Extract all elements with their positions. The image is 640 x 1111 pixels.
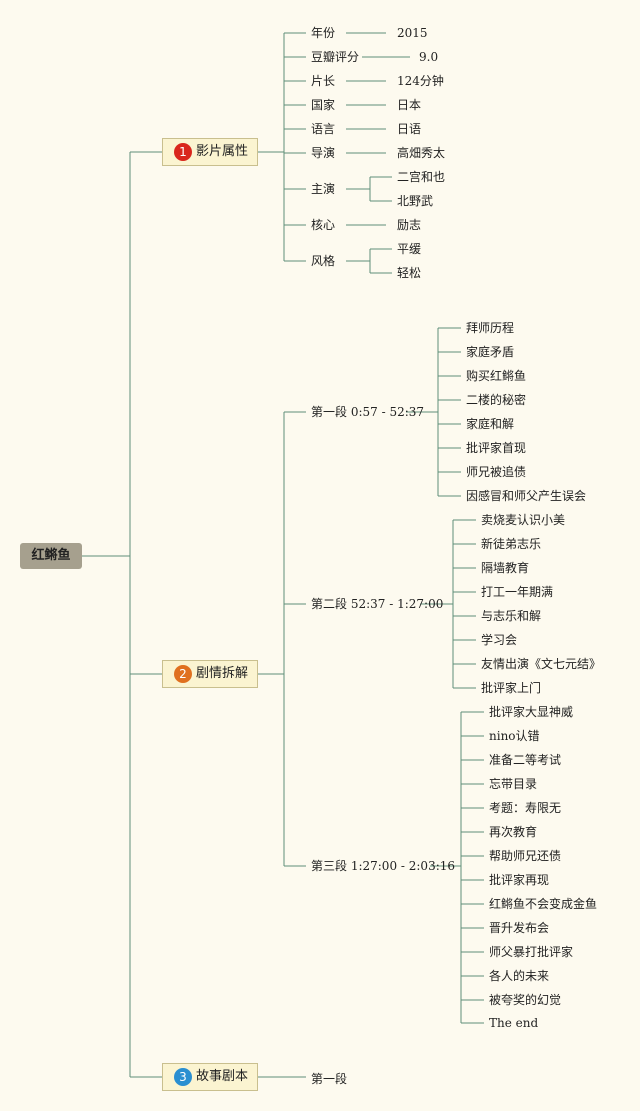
attr-value-length[interactable]: 124分钟 [397, 74, 444, 88]
attr-key-core[interactable]: 核心 [311, 218, 336, 232]
segment-3-item[interactable]: 红鳉鱼不会变成金鱼 [489, 897, 598, 911]
segment-2-item[interactable]: 隔墙教育 [481, 561, 530, 575]
segment-3-item[interactable]: 忘带目录 [489, 777, 538, 791]
segment-3-item[interactable]: nino认错 [489, 729, 540, 743]
attr-value-style-2[interactable]: 轻松 [397, 266, 422, 280]
number-3-badge: 3 [174, 1068, 192, 1086]
segment-1-item[interactable]: 师兄被追债 [466, 465, 527, 479]
attr-key-director[interactable]: 导演 [311, 146, 336, 160]
segment-1-item[interactable]: 批评家首现 [466, 441, 527, 455]
branch-node-story-script[interactable]: 3 故事剧本 [162, 1063, 258, 1091]
segment-3-item[interactable]: 批评家大显神威 [489, 705, 574, 719]
segment-2-item[interactable]: 与志乐和解 [481, 609, 542, 623]
number-2-badge: 2 [174, 665, 192, 683]
segment-1-item[interactable]: 家庭矛盾 [466, 345, 515, 359]
segment-2-item[interactable]: 打工一年期满 [481, 585, 554, 599]
segment-3-item[interactable]: 师父暴打批评家 [489, 945, 574, 959]
attr-value-style-1[interactable]: 平缓 [397, 242, 422, 256]
root-node[interactable]: 红鳉鱼 [20, 543, 82, 569]
attr-value-year[interactable]: 2015 [397, 26, 428, 40]
segment-1-label[interactable]: 第一段 0:57 - 52:37 [311, 405, 425, 419]
attr-value-language[interactable]: 日语 [397, 122, 422, 136]
segment-1-item[interactable]: 家庭和解 [466, 417, 515, 431]
segment-3-item[interactable]: 准备二等考试 [489, 753, 562, 767]
attr-key-style[interactable]: 风格 [311, 254, 336, 268]
segment-2-item[interactable]: 学习会 [481, 633, 518, 647]
branch-node-film-attributes[interactable]: 1 影片属性 [162, 138, 258, 166]
segment-2-item[interactable]: 批评家上门 [481, 681, 542, 695]
branch-label: 剧情拆解 [196, 666, 249, 681]
segment-3-item[interactable]: 各人的未来 [489, 969, 550, 983]
story-script-item[interactable]: 第一段 [311, 1072, 348, 1086]
segment-1-item[interactable]: 因感冒和师父产生误会 [466, 489, 587, 503]
branch-label: 影片属性 [196, 144, 249, 159]
branch-node-plot-breakdown[interactable]: 2 剧情拆解 [162, 660, 258, 688]
branch-label: 故事剧本 [196, 1069, 249, 1084]
segment-3-item[interactable]: 帮助师兄还债 [489, 849, 562, 863]
attr-key-douban[interactable]: 豆瓣评分 [311, 50, 360, 64]
attr-value-cast-2[interactable]: 北野武 [397, 194, 434, 208]
segment-3-item[interactable]: 批评家再现 [489, 873, 550, 887]
attr-key-cast[interactable]: 主演 [311, 182, 336, 196]
segment-1-item[interactable]: 二楼的秘密 [466, 393, 527, 407]
segment-3-item[interactable]: The end [489, 1016, 539, 1030]
segment-1-item[interactable]: 购买红鳉鱼 [466, 369, 527, 383]
attr-key-length[interactable]: 片长 [311, 74, 336, 88]
segment-2-label[interactable]: 第二段 52:37 - 1:27:00 [311, 597, 444, 611]
attr-key-country[interactable]: 国家 [311, 98, 336, 112]
attr-key-language[interactable]: 语言 [311, 122, 336, 136]
number-1-badge: 1 [174, 143, 192, 161]
attr-value-douban[interactable]: 9.0 [419, 50, 439, 64]
segment-3-label[interactable]: 第三段 1:27:00 - 2:03:16 [311, 859, 456, 873]
segment-2-item[interactable]: 友情出演《文七元结》 [481, 657, 602, 671]
segment-3-item[interactable]: 考题：寿限无 [489, 801, 562, 815]
attr-value-cast-1[interactable]: 二宫和也 [397, 170, 446, 184]
segment-2-item[interactable]: 新徒弟志乐 [481, 537, 542, 551]
attr-value-director[interactable]: 高畑秀太 [397, 146, 446, 160]
attr-value-core[interactable]: 励志 [397, 218, 422, 232]
segment-3-item[interactable]: 晋升发布会 [489, 921, 550, 935]
segment-1-item[interactable]: 拜师历程 [466, 321, 515, 335]
attr-key-year[interactable]: 年份 [311, 26, 336, 40]
attr-value-country[interactable]: 日本 [397, 98, 422, 112]
segment-3-item[interactable]: 被夸奖的幻觉 [489, 993, 562, 1007]
segment-3-item[interactable]: 再次教育 [489, 825, 538, 839]
segment-2-item[interactable]: 卖烧麦认识小美 [481, 513, 566, 527]
